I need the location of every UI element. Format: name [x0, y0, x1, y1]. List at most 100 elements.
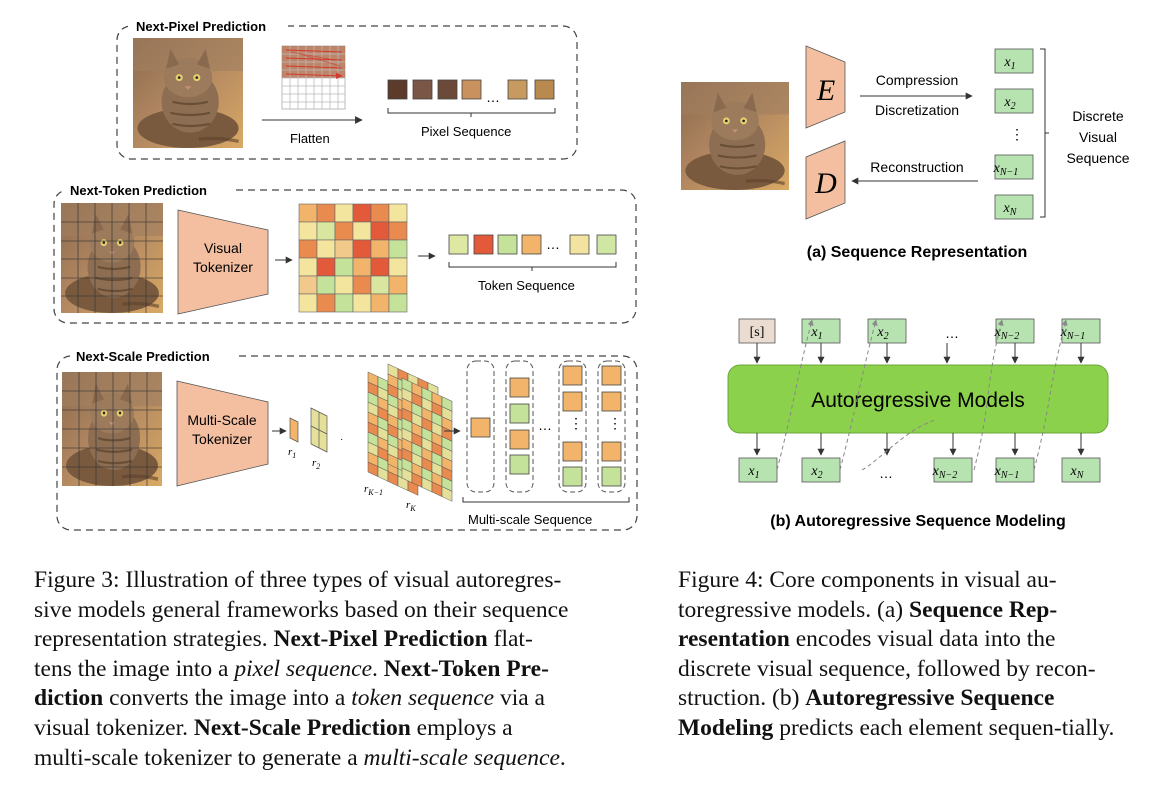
multiscale-tokenizer-line2: Tokenizer	[192, 431, 252, 447]
caption-run: tially.	[1061, 714, 1115, 741]
top-tokens: x1 x2 xN−2 xN−1	[753, 318, 1101, 364]
scale-token	[509, 403, 530, 424]
token-cell	[334, 221, 354, 241]
scale-r2	[310, 407, 328, 453]
compression-label: Compression	[876, 72, 958, 88]
token-cell	[298, 257, 318, 277]
caption-run: employs a	[410, 714, 513, 741]
pixel-seq-ellipsis: …	[486, 89, 500, 105]
token-cell	[316, 275, 336, 295]
token-box: x2	[801, 457, 841, 483]
svg-text:x1: x1	[810, 325, 822, 342]
svg-text:xN: xN	[1003, 201, 1018, 218]
scale-token	[470, 417, 491, 438]
scale-label-rk1: rK−1	[364, 483, 383, 497]
token-cell	[352, 221, 372, 241]
scale-token	[601, 441, 622, 462]
svg-text:x1: x1	[747, 464, 759, 481]
ar-model-block	[727, 364, 1109, 434]
scale-column	[597, 360, 626, 493]
token-cell	[334, 257, 354, 277]
token-cell	[388, 275, 408, 295]
token-map	[298, 203, 408, 313]
token-cell	[334, 203, 354, 223]
scale-map-layer	[401, 377, 453, 502]
caption-run: flat-	[487, 626, 533, 653]
token-cell	[370, 203, 390, 223]
token-cell	[298, 239, 318, 259]
multiscale-tokenizer-line1: Multi-Scale	[187, 412, 256, 428]
token-cell	[352, 275, 372, 295]
scale-token	[601, 365, 622, 386]
panel-next-scale: Next-Scale Prediction Multi-Scale Tokeni…	[56, 348, 638, 531]
pixel-square	[387, 79, 408, 100]
scale-r1	[289, 417, 299, 443]
token-cell	[298, 275, 318, 295]
scale-token	[509, 454, 530, 475]
token-box: xN	[994, 194, 1034, 220]
scale-dots: ·	[340, 434, 343, 445]
discretization-label: Discretization	[875, 102, 959, 118]
multiscale-tokenizer-shape	[176, 380, 269, 487]
scale-token	[601, 466, 622, 487]
scale-map-cell	[441, 486, 453, 502]
caption-run: multi-scale tokenizer to generate a	[34, 744, 364, 771]
token-cell	[316, 293, 336, 313]
token-cell	[352, 257, 372, 277]
discrete-line2: Visual	[1079, 129, 1117, 145]
token-square	[497, 234, 518, 255]
seq-a-vdots: ⋮	[1010, 126, 1024, 142]
discrete-line1: Discrete	[1072, 108, 1124, 124]
caption-run: .	[372, 655, 384, 682]
visual-tokenizer-line2: Tokenizer	[193, 259, 253, 275]
caption-run: Next-Token Pre-	[383, 655, 549, 682]
scale-label-r1: r1	[288, 446, 296, 460]
panel-title-token: Next-Token Prediction	[70, 183, 207, 198]
token-box: xN	[1061, 457, 1101, 483]
token-cell	[370, 221, 390, 241]
token-cell	[370, 275, 390, 295]
token-square	[596, 234, 617, 255]
multiscale-sequence	[466, 360, 626, 493]
caption-run: resentation	[678, 626, 790, 653]
decoder-shape	[805, 140, 846, 220]
token-cell	[316, 203, 336, 223]
panel-title-pixel: Next-Pixel Prediction	[136, 19, 266, 34]
caption-run: .	[559, 744, 566, 771]
caption-a: (a) Sequence Representation	[807, 244, 1028, 261]
token-seq-ellipsis: …	[546, 236, 560, 252]
caption-run: toregressive models. (a)	[678, 596, 910, 623]
scale-token	[509, 429, 530, 450]
bottom-ellipsis: …	[879, 465, 893, 481]
figure3-caption: Figure 3: Illustration of three types of…	[34, 566, 638, 773]
svg-text:xN−1: xN−1	[994, 464, 1020, 481]
reconstruction-label: Reconstruction	[870, 159, 963, 175]
token-cell	[298, 293, 318, 313]
token-cell	[388, 221, 408, 241]
caption-run: converts the image into a	[103, 685, 352, 712]
svg-text:x2: x2	[876, 325, 888, 342]
caption-run: Autoregressive Sequence	[805, 685, 1055, 712]
pixel-grid	[281, 45, 345, 110]
token-cell	[298, 221, 318, 241]
token-cell	[334, 293, 354, 313]
top-ellipsis: …	[945, 325, 959, 341]
token-cell	[370, 257, 390, 277]
ms-vdots-1: ⋮	[569, 415, 583, 431]
token-box: xN−1	[994, 457, 1035, 483]
token-box: x2	[994, 88, 1034, 114]
svg-text:xN−2: xN−2	[994, 325, 1020, 342]
caption-run: tens the image into a	[34, 655, 235, 682]
token-cell	[388, 239, 408, 259]
ms-vdots-2: ⋮	[608, 415, 622, 431]
encoder-label: E	[816, 74, 835, 107]
caption-run: multi-scale sequence	[363, 744, 560, 771]
visual-tokenizer-line1: Visual	[204, 240, 242, 256]
panel-next-pixel: Next-Pixel Prediction Flatten … Pixel Se…	[116, 18, 578, 160]
token-square	[569, 234, 590, 255]
pixel-square	[412, 79, 433, 100]
caption-run: Figure 4: Core components in visual au-	[678, 567, 1057, 593]
figure4-caption: Figure 4: Core components in visual au-t…	[678, 566, 1140, 744]
svg-text:xN−1: xN−1	[1060, 325, 1086, 342]
